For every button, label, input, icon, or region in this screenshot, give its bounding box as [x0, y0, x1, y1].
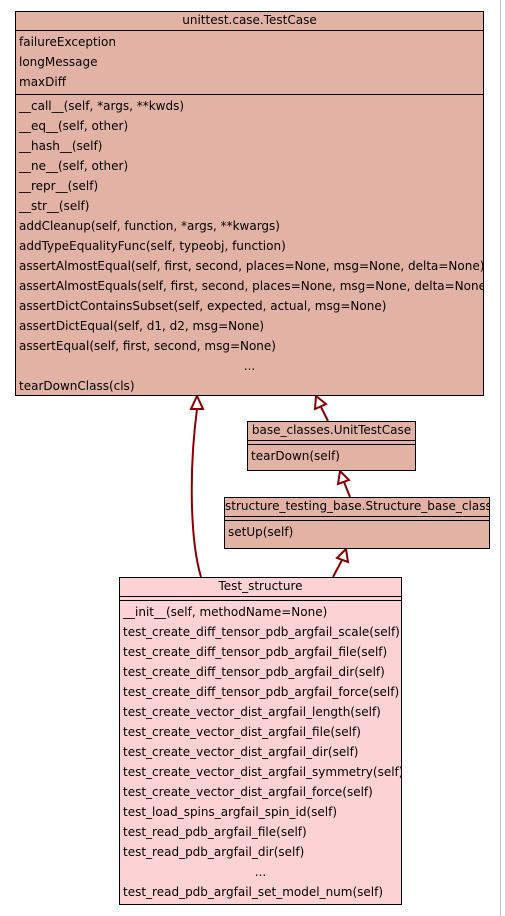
edge-unittestcase-to-testcase — [320, 406, 329, 422]
attributes-section-empty — [120, 597, 401, 601]
method-row: test_read_pdb_argfail_dir(self) — [123, 845, 305, 859]
attributes-section-empty — [225, 517, 489, 521]
attribute-row: failureException — [19, 35, 116, 49]
method-row: __eq__(self, other) — [19, 119, 129, 133]
method-row: test_create_diff_tensor_pdb_argfail_scal… — [123, 625, 400, 639]
method-row: __str__(self) — [19, 199, 90, 213]
method-row: setUp(self) — [228, 525, 294, 539]
methods-section: setUp(self) — [225, 521, 489, 544]
attributes-section: failureException longMessage maxDiff — [16, 31, 483, 95]
attribute-row: longMessage — [19, 55, 98, 69]
methods-section: __call__(self, *args, **kwds) __eq__(sel… — [16, 95, 483, 398]
method-row: test_create_diff_tensor_pdb_argfail_forc… — [123, 685, 400, 699]
method-row: tearDown(self) — [251, 449, 340, 463]
method-row: __ne__(self, other) — [19, 159, 129, 173]
method-row: assertAlmostEquals(self, first, second, … — [19, 279, 483, 293]
class-box-test-structure[interactable]: Test_structure __init__(self, methodName… — [119, 577, 402, 905]
methods-section: tearDown(self) — [248, 445, 415, 468]
method-row: test_create_vector_dist_argfail_dir(self… — [123, 745, 359, 759]
arrowhead-structure-base-from-test-structure — [335, 546, 350, 564]
method-row: assertAlmostEqual(self, first, second, p… — [19, 259, 483, 273]
edge-test-structure-to-testcase — [190, 408, 202, 578]
methods-section: __init__(self, methodName=None) test_cre… — [120, 601, 401, 904]
class-name-unittestcase: base_classes.UnitTestCase — [248, 422, 415, 441]
method-row: test_create_vector_dist_argfail_file(sel… — [123, 725, 361, 739]
class-name-test-structure: Test_structure — [120, 578, 401, 597]
class-box-testcase[interactable]: unittest.case.TestCase failureException … — [15, 11, 484, 396]
attributes-section-empty — [248, 441, 415, 445]
method-row: test_create_diff_tensor_pdb_argfail_file… — [123, 645, 388, 659]
method-row: test_create_vector_dist_argfail_symmetry… — [123, 765, 401, 779]
right-border-line — [500, 0, 501, 916]
method-row: addTypeEqualityFunc(self, typeobj, funct… — [19, 239, 286, 253]
class-box-unittestcase[interactable]: base_classes.UnitTestCase tearDown(self) — [247, 421, 416, 471]
edge-test-structure-to-structure-base — [332, 559, 343, 578]
arrowhead-unittestcase-from-structure-base — [336, 468, 351, 486]
method-row: test_create_vector_dist_argfail_force(se… — [123, 785, 373, 799]
method-row: __repr__(self) — [19, 179, 99, 193]
edge-structure-base-to-unittestcase — [343, 481, 351, 498]
class-name-testcase: unittest.case.TestCase — [16, 12, 483, 31]
method-ellipsis: ... — [254, 865, 267, 879]
arrowhead-testcase-from-test-structure — [189, 393, 205, 410]
method-row: __hash__(self) — [19, 139, 103, 153]
arrowhead-testcase-from-unittestcase — [313, 394, 328, 411]
method-row: assertDictEqual(self, d1, d2, msg=None) — [19, 319, 265, 333]
method-row: assertDictContainsSubset(self, expected,… — [19, 299, 387, 313]
method-row: test_read_pdb_argfail_file(self) — [123, 825, 307, 839]
method-row: test_create_diff_tensor_pdb_argfail_dir(… — [123, 665, 385, 679]
method-ellipsis: ... — [243, 359, 256, 373]
method-row: __call__(self, *args, **kwds) — [19, 99, 185, 113]
class-box-structure-base-class[interactable]: structure_testing_base.Structure_base_cl… — [224, 497, 490, 549]
method-row: tearDownClass(cls) — [19, 379, 135, 393]
method-row: test_create_vector_dist_argfail_length(s… — [123, 705, 381, 719]
attribute-row: maxDiff — [19, 75, 66, 89]
method-row: __init__(self, methodName=None) — [123, 605, 328, 619]
method-row: assertEqual(self, first, second, msg=Non… — [19, 339, 276, 353]
class-name-structure-base-class: structure_testing_base.Structure_base_cl… — [225, 498, 489, 517]
method-row: test_read_pdb_argfail_set_model_num(self… — [123, 885, 384, 899]
method-row: test_load_spins_argfail_spin_id(self) — [123, 805, 338, 819]
method-row: addCleanup(self, function, *args, **kwar… — [19, 219, 280, 233]
